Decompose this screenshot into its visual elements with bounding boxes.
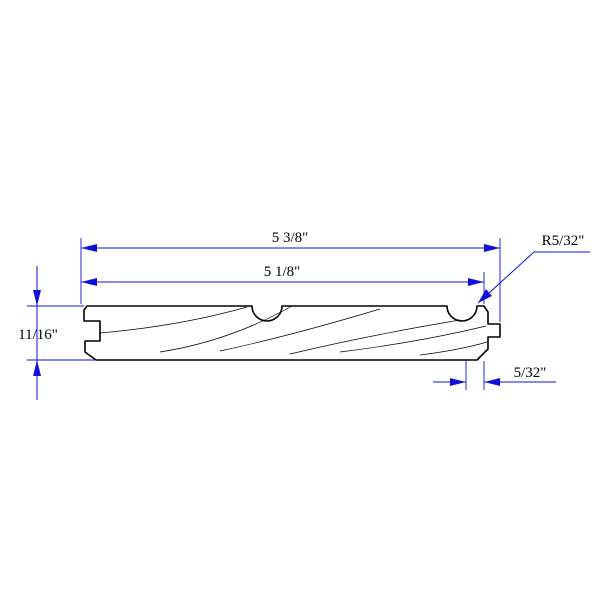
thickness-dimension: 11/16"	[18, 266, 58, 400]
overall-width-label: 5 3/8"	[272, 230, 309, 246]
thickness-label: 11/16"	[18, 327, 58, 343]
overall-width-dimension: 5 3/8"	[81, 230, 500, 252]
groove-radius-leader: R5/32"	[477, 233, 590, 304]
groove-radius-label: R5/32"	[542, 233, 585, 249]
tongue-length-dimension: 5/32"	[433, 365, 556, 386]
face-width-label: 5 1/8"	[264, 264, 301, 280]
face-width-dimension: 5 1/8"	[81, 264, 484, 286]
wood-grain	[99, 305, 488, 356]
board-outline	[83, 305, 501, 361]
tongue-length-label: 5/32"	[514, 365, 547, 381]
board-profile	[83, 305, 501, 361]
extension-lines	[27, 238, 501, 390]
